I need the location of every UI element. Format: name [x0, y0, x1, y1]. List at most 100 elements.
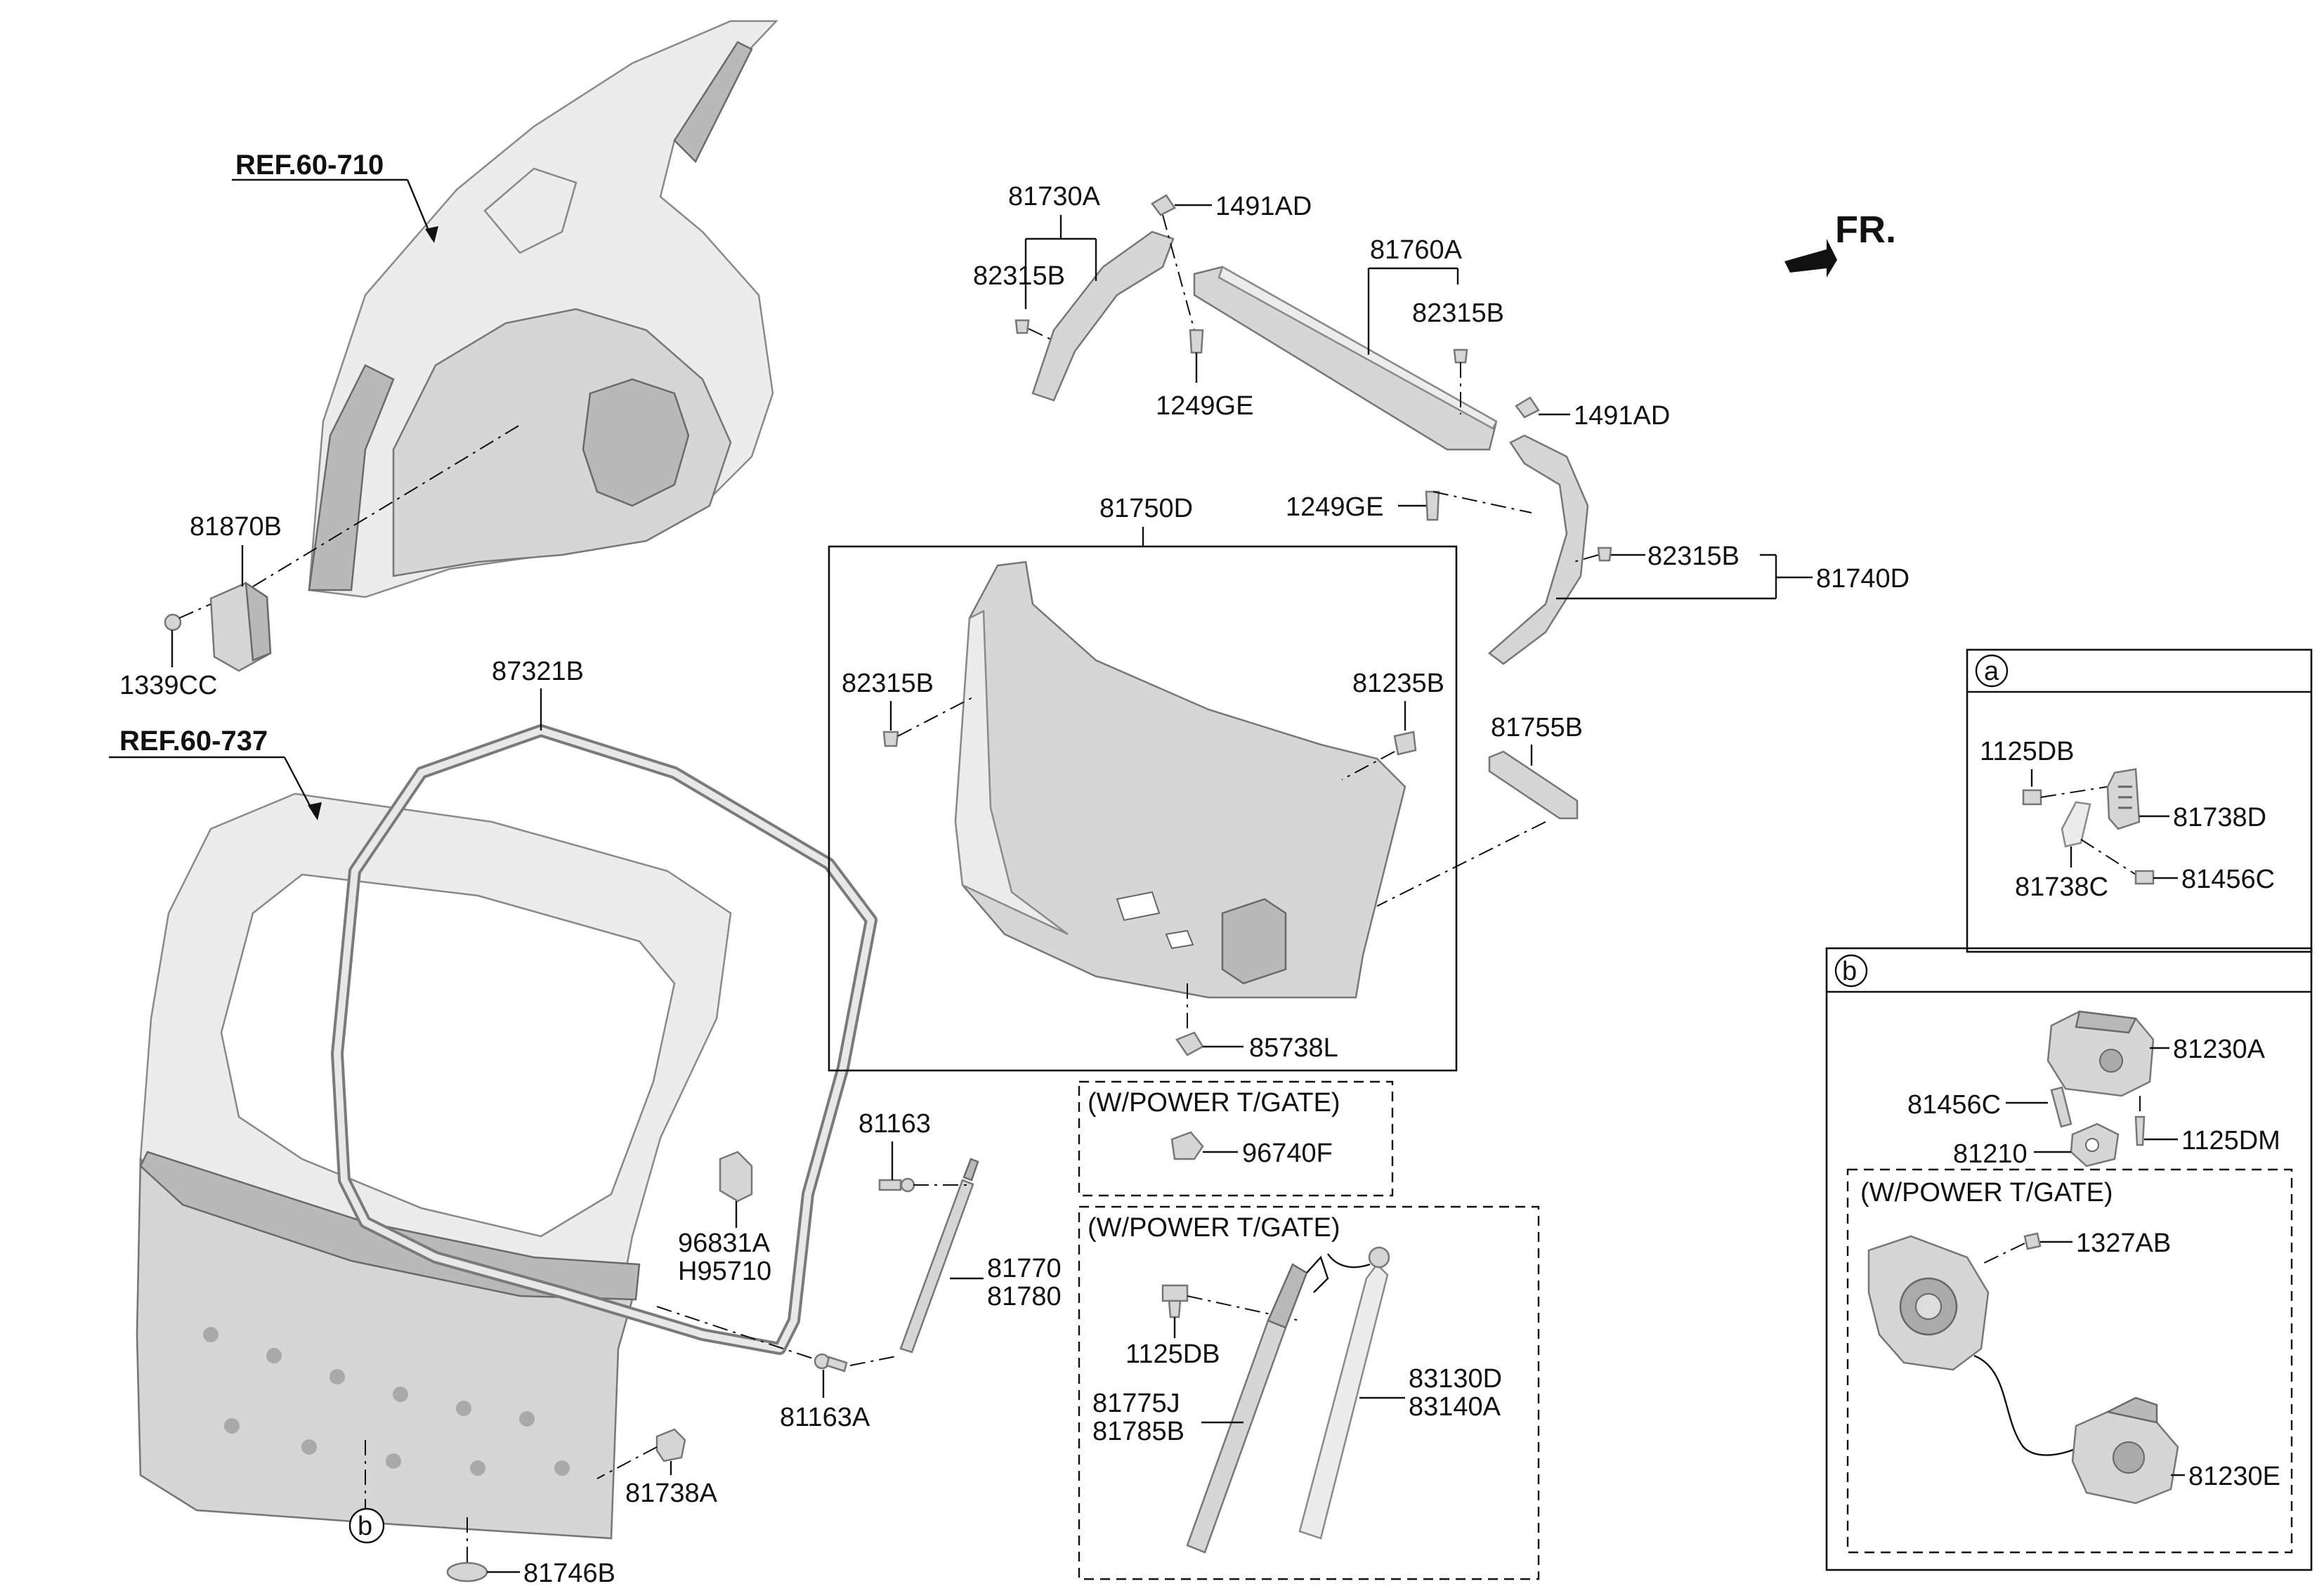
- part-81750D-trim-panel: [954, 561, 1406, 999]
- part-81730A-side-trim-left: [1031, 230, 1175, 402]
- ref-60-737-label: REF.60-737: [119, 726, 268, 757]
- part-81775J-power-strut: [1186, 1255, 1329, 1554]
- label-82315B-4: 82315B: [842, 669, 934, 698]
- part-83130D-pinch-sensor: [1298, 1246, 1390, 1540]
- part-81230E-latch: [2071, 1396, 2179, 1505]
- label-1491AD-1: 1491AD: [1215, 192, 1312, 221]
- part-81738C-bracket: [2061, 801, 2091, 848]
- part-81746B-bumper: [446, 1561, 488, 1583]
- part-1249GE-screw-1: [1189, 329, 1204, 354]
- callout-b-tailgate: [348, 1507, 385, 1544]
- part-81163-ball-stud: [878, 1177, 915, 1193]
- label-81755B: 81755B: [1491, 713, 1583, 742]
- front-arrow-icon: [1784, 239, 1837, 277]
- part-82315B-clip-4: [882, 731, 899, 747]
- label-81740D: 81740D: [1816, 564, 1910, 594]
- label-81456C-1: 81456C: [2181, 865, 2275, 894]
- label-81163: 81163: [859, 1109, 931, 1139]
- part-81456C-bolt-2: [2050, 1086, 2072, 1128]
- tailgate-panel: [136, 792, 732, 1540]
- label-81738A: 81738A: [625, 1479, 718, 1508]
- power-gate-box-3: [1846, 1168, 2293, 1554]
- part-1339CC-nut: [164, 613, 182, 631]
- label-1491AD-2: 1491AD: [1574, 401, 1670, 431]
- label-81870B: 81870B: [190, 512, 282, 542]
- label-81738C: 81738C: [2015, 872, 2108, 902]
- power-gate-box-1: [1078, 1080, 1394, 1197]
- ref-60-710-label: REF.60-710: [235, 150, 384, 181]
- label-1339CC: 1339CC: [119, 671, 217, 700]
- label-82315B-2: 82315B: [1412, 299, 1504, 328]
- part-81870B-module: [209, 581, 272, 672]
- callout-b-box: [1834, 954, 1868, 988]
- part-1249GE-screw-2: [1425, 490, 1440, 521]
- label-1125DB-1: 1125DB: [1125, 1340, 1220, 1369]
- label-81780: 81780: [987, 1282, 1062, 1311]
- part-1491AD-clip-1: [1151, 194, 1176, 216]
- label-87321B: 87321B: [492, 657, 584, 686]
- detail-box-b: [1825, 947, 2313, 1571]
- part-1491AD-clip-2: [1515, 396, 1540, 419]
- label-81730A: 81730A: [1008, 182, 1101, 211]
- detail-box-a: [1966, 648, 2313, 953]
- callout-a-letter: a: [1984, 657, 1999, 686]
- label-81210: 81210: [1953, 1139, 2028, 1169]
- label-81235B: 81235B: [1352, 669, 1444, 698]
- label-1249GE-1: 1249GE: [1156, 391, 1253, 421]
- part-1327AB-nut: [2023, 1232, 2042, 1250]
- callout-b-tailgate-letter: b: [358, 1512, 372, 1541]
- label-H95710: H95710: [678, 1257, 771, 1286]
- label-1249GE-2: 1249GE: [1286, 492, 1383, 522]
- label-81785B: 81785B: [1092, 1417, 1184, 1446]
- label-82315B-3: 82315B: [1647, 542, 1739, 571]
- callout-a: [1975, 654, 2009, 688]
- callout-b-box-letter: b: [1842, 957, 1857, 986]
- part-81755B-bracket: [1488, 750, 1579, 820]
- label-83130D: 83130D: [1409, 1364, 1502, 1394]
- ref-60-710-arrow: [425, 226, 438, 243]
- label-81163A: 81163A: [780, 1403, 870, 1432]
- part-96831A-bumper: [719, 1151, 753, 1203]
- part-1125DB-bolt-1: [1161, 1284, 1189, 1318]
- label-81456C-2: 81456C: [1907, 1090, 2001, 1120]
- ref-60-737-arrow: [308, 802, 322, 820]
- label-81770: 81770: [987, 1254, 1062, 1283]
- part-81740D-side-trim-right: [1488, 434, 1589, 665]
- part-81770-gas-strut: [899, 1158, 979, 1354]
- part-1125DM-bolt: [2134, 1115, 2146, 1146]
- part-81738D-bracket: [2106, 768, 2141, 830]
- part-85738L-clip: [1175, 1031, 1204, 1056]
- part-82315B-clip-3: [1597, 546, 1612, 562]
- part-81456C-bolt-1: [2134, 870, 2155, 885]
- part-82315B-clip-2: [1453, 348, 1468, 364]
- label-81230E: 81230E: [2188, 1462, 2280, 1491]
- label-81746B: 81746B: [523, 1559, 615, 1587]
- part-82315B-clip-1: [1014, 319, 1030, 334]
- part-81230A-latch: [2046, 1010, 2155, 1097]
- part-81738A-switch: [655, 1428, 686, 1462]
- part-81163A-ball-stud: [814, 1353, 848, 1373]
- label-81750D: 81750D: [1099, 494, 1193, 523]
- part-81760A-upper-trim: [1193, 266, 1498, 451]
- part-96740F-switch: [1170, 1131, 1204, 1160]
- label-83140A: 83140A: [1409, 1392, 1501, 1422]
- label-81760A: 81760A: [1370, 235, 1463, 265]
- label-81738D: 81738D: [2173, 803, 2266, 832]
- power-gate-note-3: (W/POWER T/GATE): [1860, 1178, 2113, 1207]
- part-1125DB-bolt-2: [2022, 789, 2042, 806]
- label-82315B-1: 82315B: [973, 261, 1065, 291]
- power-gate-note-2: (W/POWER T/GATE): [1088, 1213, 1340, 1243]
- power-gate-box-2: [1078, 1205, 1540, 1580]
- part-81235B-clip: [1393, 731, 1417, 756]
- part-81210-striker: [2070, 1122, 2120, 1167]
- label-96831A: 96831A: [678, 1229, 771, 1258]
- label-1125DM: 1125DM: [2181, 1126, 2280, 1155]
- part-87321B-weatherstrip: [331, 724, 877, 1355]
- body-quarter-panel: [308, 20, 778, 598]
- part-power-latch-motor: [1867, 1235, 1990, 1371]
- label-81775J: 81775J: [1092, 1389, 1180, 1418]
- label-96740F: 96740F: [1242, 1139, 1333, 1168]
- label-1327AB: 1327AB: [2076, 1229, 2171, 1258]
- cable: [1973, 1354, 2080, 1456]
